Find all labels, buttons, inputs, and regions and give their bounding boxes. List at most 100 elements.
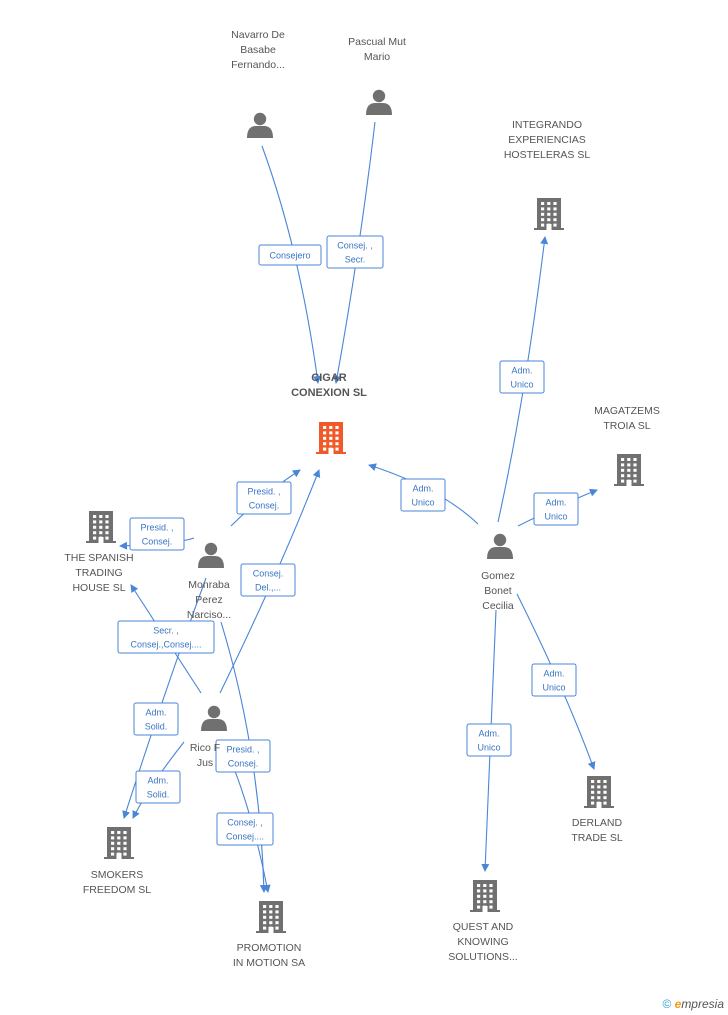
edge-label-monraba-to-cigar[interactable]: Presid. ,Consej.: [236, 481, 292, 515]
building-window: [93, 536, 97, 540]
building-window: [93, 531, 97, 535]
building-window: [633, 463, 637, 467]
building-window: [105, 531, 109, 535]
building-window: [489, 900, 493, 904]
edge-label-rico-to-promotion[interactable]: Presid. ,Consej.: [215, 739, 271, 773]
building-window: [329, 426, 333, 429]
building-window: [541, 202, 545, 205]
edge-label-gomez-to-integrando[interactable]: Adm.Unico: [499, 360, 545, 394]
person-head: [372, 89, 386, 103]
building-window: [621, 468, 625, 472]
building-door: [626, 480, 632, 486]
node-label: Jus: [197, 757, 213, 769]
edge-label-gomez-to-cigar[interactable]: Adm.Unico: [400, 478, 446, 512]
node-label: TRADE SL: [571, 832, 623, 844]
edge-label-gomez-to-derland[interactable]: Adm.Unico: [531, 663, 577, 697]
edge-label-pascual-to-cigar[interactable]: Consej. ,Secr.: [326, 235, 384, 269]
building-window: [269, 915, 273, 919]
building-window: [553, 207, 557, 211]
building-window: [621, 479, 625, 483]
node-monraba[interactable]: MonrabaPerezNarciso...: [187, 542, 231, 621]
edge-label-monraba-to-promotion[interactable]: Consej. ,Consej....: [216, 812, 274, 846]
edge-label-navarro-to-cigar[interactable]: Consejero: [258, 244, 322, 266]
building-door: [268, 927, 274, 933]
edge-label-rico-to-smokers[interactable]: Adm.Solid.: [135, 770, 181, 804]
building-window: [323, 431, 327, 435]
building-icon: [256, 901, 286, 933]
building-window: [105, 515, 109, 518]
node-label: EXPERIENCIAS: [508, 134, 586, 146]
brand-initial: e: [674, 997, 682, 1011]
copyright-icon: ©: [662, 997, 672, 1011]
building-window: [591, 796, 595, 800]
building-window: [489, 889, 493, 893]
building-window: [335, 426, 339, 429]
building-icon: [534, 198, 564, 230]
building-window: [597, 785, 601, 789]
node-quest[interactable]: QUEST ANDKNOWINGSOLUTIONS...: [448, 880, 518, 963]
building-icon: [104, 827, 134, 859]
building-window: [93, 520, 97, 524]
building-icon: [470, 880, 500, 912]
building-window: [597, 796, 601, 800]
edge-label-gomez-to-magatzems[interactable]: Adm.Unico: [533, 492, 579, 526]
building-window: [553, 212, 557, 216]
node-label: Basabe: [240, 44, 276, 56]
node-label: HOUSE SL: [72, 582, 125, 594]
building-window: [541, 218, 545, 222]
edge-label-text: Secr.: [345, 255, 366, 265]
building-icon: [584, 776, 614, 808]
person-icon: [201, 705, 227, 731]
building-window: [275, 926, 279, 930]
node-navarro[interactable]: Navarro DeBasabeFernando...: [231, 29, 285, 138]
building-window: [541, 223, 545, 227]
edge-label-gomez-to-quest[interactable]: Adm.Unico: [466, 723, 512, 757]
building-window: [323, 426, 327, 429]
edge-label-rico-to-spanish[interactable]: Secr. ,Consej.,Consej....: [117, 620, 215, 654]
edge-label-monraba-to-spanish[interactable]: Presid. ,Consej.: [129, 517, 185, 551]
node-label: CONEXION SL: [291, 387, 367, 399]
building-window: [477, 894, 481, 898]
building-window: [99, 525, 103, 529]
building-window: [93, 515, 97, 518]
person-head: [207, 705, 221, 719]
building-window: [105, 520, 109, 524]
building-window: [627, 474, 631, 478]
building-window: [117, 831, 121, 834]
edge-label-box: [258, 244, 322, 266]
edge-label-text: Consej.: [249, 501, 280, 511]
building-window: [111, 841, 115, 845]
building-window: [269, 910, 273, 914]
person-body: [198, 556, 224, 568]
building-window: [627, 463, 631, 467]
building-window: [483, 894, 487, 898]
building-window: [633, 479, 637, 483]
building-window: [263, 910, 267, 914]
building-window: [489, 884, 493, 887]
building-window: [275, 921, 279, 925]
node-label: HOSTELERAS SL: [504, 149, 591, 161]
building-window: [111, 852, 115, 856]
empresia-watermark: © empresia: [662, 997, 724, 1011]
building-window: [597, 780, 601, 783]
building-window: [553, 223, 557, 227]
edge-label-monraba-to-smokers[interactable]: Adm.Solid.: [133, 702, 179, 736]
edge-label-box: [400, 478, 446, 512]
node-label: Fernando...: [231, 59, 285, 71]
person-icon: [487, 533, 513, 559]
building-window: [275, 905, 279, 908]
person-body: [247, 126, 273, 138]
building-door: [546, 224, 552, 230]
edge-label-rico-to-cigar[interactable]: Consej.Del.,...: [240, 563, 296, 597]
node-label: PROMOTION: [237, 942, 302, 954]
